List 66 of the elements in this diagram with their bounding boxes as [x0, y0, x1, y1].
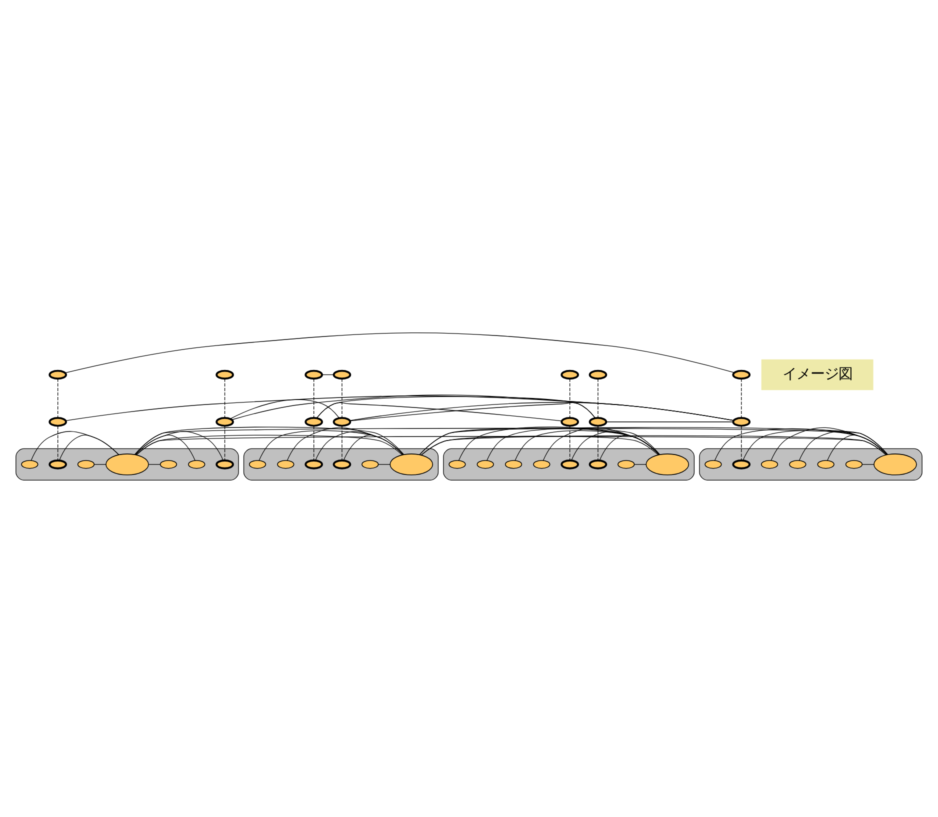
connector: [741, 378, 742, 418]
node-ellipse: [845, 460, 863, 468]
node-ellipse: [216, 416, 234, 426]
connector: [224, 425, 226, 460]
node-ellipse: [476, 460, 494, 468]
node-ellipse: [533, 460, 550, 468]
connector: [741, 425, 742, 460]
node-ellipse: [390, 453, 434, 475]
connector: [224, 378, 226, 418]
node-ellipse: [732, 369, 751, 380]
node-ellipse: [277, 460, 294, 468]
node-ellipse: [216, 369, 234, 380]
node-ellipse: [332, 416, 352, 426]
node-ellipse: [560, 369, 579, 380]
node-ellipse: [304, 459, 323, 469]
node-ellipse: [588, 416, 608, 426]
connector: [65, 332, 734, 373]
connector: [135, 430, 224, 460]
connector: [134, 427, 888, 455]
cluster: [699, 448, 922, 480]
connector: [322, 374, 334, 375]
node-ellipse: [304, 369, 323, 380]
node-ellipse: [160, 460, 178, 468]
node-ellipse: [188, 460, 206, 468]
node-ellipse: [448, 460, 466, 468]
node-ellipse: [248, 460, 266, 468]
node-ellipse: [704, 460, 722, 468]
cluster: [243, 448, 439, 480]
connector: [606, 421, 734, 422]
node-ellipse: [48, 459, 67, 469]
node-ellipse: [560, 416, 579, 426]
node-ellipse: [646, 453, 690, 475]
node-ellipse: [760, 460, 778, 468]
connector: [134, 426, 404, 455]
node-ellipse: [588, 369, 608, 380]
node-ellipse: [77, 460, 95, 468]
connector: [230, 398, 340, 419]
node-ellipse: [332, 459, 352, 469]
node-ellipse: [362, 460, 379, 468]
node-ellipse: [732, 416, 751, 426]
node-ellipse: [817, 460, 834, 468]
node-ellipse: [874, 453, 917, 475]
node-ellipse: [789, 460, 806, 468]
connector: [316, 402, 562, 421]
node-ellipse: [504, 460, 522, 468]
connector: [458, 426, 660, 460]
node-ellipse: [732, 459, 751, 469]
node-ellipse: [560, 459, 579, 469]
connector: [419, 426, 888, 455]
cluster: [443, 448, 695, 480]
node-ellipse: [48, 416, 67, 426]
node-ellipse: [618, 460, 635, 468]
node-ellipse: [48, 369, 67, 380]
node-ellipse: [21, 460, 38, 468]
node-ellipse: [106, 453, 149, 475]
connector: [349, 402, 734, 420]
connector: [714, 428, 888, 460]
connector: [65, 395, 734, 420]
node-ellipse: [304, 416, 323, 426]
node-ellipse: [216, 459, 234, 469]
node-box: イメージ図: [761, 358, 874, 390]
node-ellipse: [332, 369, 352, 380]
node-ellipse: [588, 459, 608, 469]
connector: [232, 394, 734, 420]
connector: [419, 427, 660, 455]
cluster: [16, 448, 239, 480]
